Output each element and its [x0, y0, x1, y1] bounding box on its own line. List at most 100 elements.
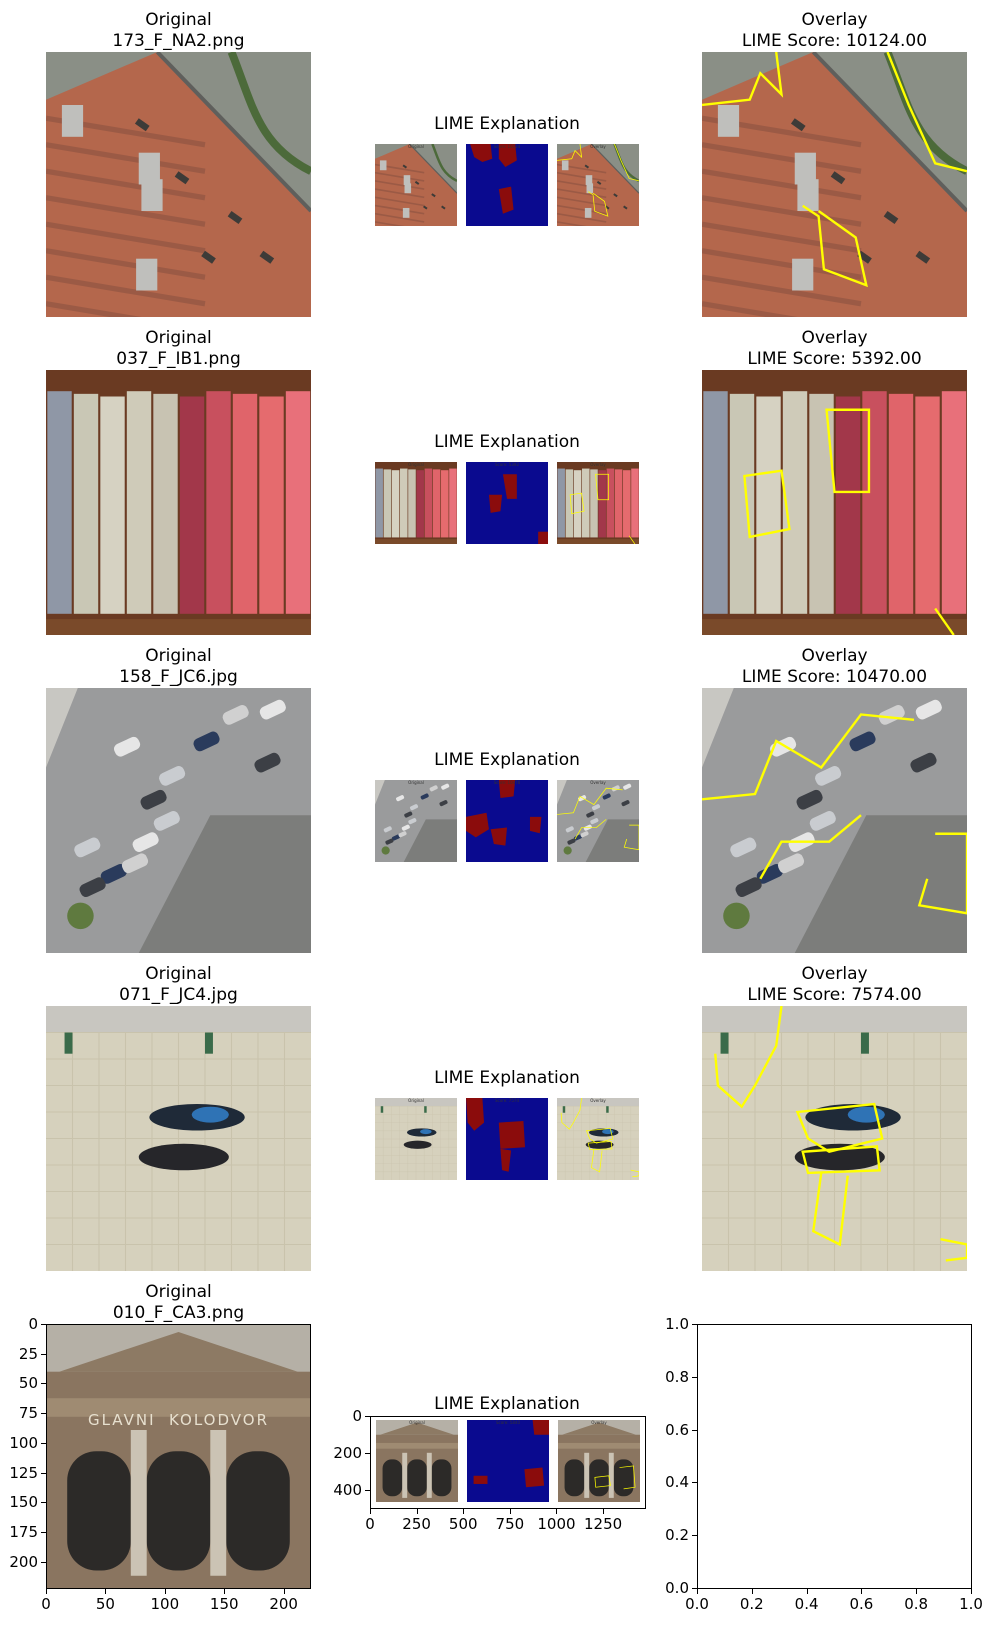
x-tick-label: 200: [269, 1595, 298, 1613]
parking-scene: [702, 688, 967, 953]
y-tick-label-mark: [41, 1353, 46, 1355]
lime-title: LIME Explanation: [434, 1394, 580, 1414]
x-tick-label: 1250: [584, 1515, 623, 1533]
overlay-title: Overlay LIME Score: 10124.00: [741, 10, 928, 51]
x-tick-label: 1.0: [959, 1595, 983, 1613]
lime-thumb-caption: Overlay: [590, 462, 606, 467]
y-tick-label: 0.2: [665, 1526, 689, 1545]
lime-thumb-1: Score: 10470: [466, 780, 548, 862]
original-image: [46, 52, 311, 317]
original-image: GLAVNI KOLODVOR: [46, 1324, 311, 1589]
y-tick-label: 1.0: [665, 1315, 689, 1333]
lime-thumb-1: Score: 5392: [466, 462, 548, 544]
bikes-scene: [375, 1098, 457, 1180]
lime-thumb-caption: Score: 5392: [494, 462, 519, 467]
y-tick-label-mark: [41, 1502, 46, 1504]
axes-frame: [46, 1324, 311, 1589]
lime-thumb-caption: Score: 7574: [494, 1098, 519, 1103]
y-tick-label-mark: [692, 1324, 697, 1325]
lime-title: LIME Explanation: [434, 432, 580, 452]
x-tick-label: 50: [95, 1595, 115, 1613]
y-tick-label-mark: [365, 1416, 370, 1417]
x-tick-label: 750: [495, 1515, 525, 1533]
y-tick-label-mark: [41, 1531, 46, 1533]
x-tick-label: 0.4: [794, 1595, 819, 1613]
x-tick-label-mark: [463, 1509, 465, 1514]
x-tick-label-mark: [861, 1589, 863, 1594]
lime-thumb-2: Overlay: [557, 462, 639, 544]
books-scene: [557, 462, 639, 544]
x-tick-label-mark: [370, 1509, 371, 1514]
overlay-image: [702, 688, 967, 953]
lime-mask: [467, 1420, 549, 1502]
x-tick-label: 0.8: [904, 1595, 929, 1613]
y-tick-label-mark: [41, 1413, 46, 1415]
axes-frame: [370, 1416, 646, 1509]
lime-thumb-2: Overlay: [557, 780, 639, 862]
parking-scene: [46, 688, 311, 953]
lime-title: LIME Explanation: [434, 114, 580, 134]
lime-mask: [466, 462, 548, 544]
lime-thumb-caption: Score: 10470: [493, 780, 521, 785]
bikes-scene: [557, 1098, 639, 1180]
x-tick-label-mark: [416, 1509, 418, 1514]
x-tick-label-mark: [46, 1589, 47, 1594]
x-tick-label: 250: [402, 1515, 431, 1533]
y-tick-label-mark: [692, 1588, 697, 1589]
y-tick-label: 25: [18, 1344, 38, 1363]
lime-thumb-caption: Original: [408, 144, 424, 149]
lime-title: LIME Explanation: [434, 750, 580, 770]
roof-scene: [557, 144, 639, 226]
x-tick-label-mark: [556, 1509, 558, 1514]
x-tick-label-mark: [971, 1589, 972, 1594]
y-tick-label: 100: [9, 1433, 38, 1452]
station-scene: [376, 1420, 458, 1502]
books-scene: [375, 462, 457, 544]
lime-thumb-0: Original: [376, 1420, 458, 1502]
lime-thumb-0: Original: [375, 1098, 457, 1180]
x-tick-label-mark: [164, 1589, 166, 1594]
empty-axes: [697, 1324, 972, 1589]
lime-thumb-2: Overlay: [557, 1098, 639, 1180]
x-tick-label: 1000: [537, 1515, 576, 1533]
station-scene: [46, 1324, 311, 1589]
x-tick-label-mark: [224, 1589, 226, 1594]
original-image: [46, 688, 311, 953]
original-title: Original 037_F_IB1.png: [116, 328, 241, 369]
overlay-title: Overlay LIME Score: 7574.00: [747, 964, 922, 1005]
lime-thumb-0: Original: [375, 462, 457, 544]
y-tick-label: 50: [18, 1374, 38, 1393]
station-scene: [558, 1420, 640, 1502]
roof-scene: [375, 144, 457, 226]
x-tick-label: 0: [365, 1515, 375, 1533]
lime-thumb-2: Overlay: [558, 1420, 640, 1502]
overlay-image: [702, 370, 967, 635]
original-title: Original 158_F_JC6.jpg: [119, 646, 238, 687]
y-tick-label: 400: [333, 1481, 362, 1500]
x-tick-label-mark: [603, 1509, 605, 1514]
x-tick-label: 0.2: [739, 1595, 764, 1613]
x-tick-label: 0.6: [849, 1595, 874, 1613]
y-tick-label-mark: [41, 1383, 46, 1385]
y-tick-label: 150: [9, 1493, 38, 1512]
books-scene: [46, 370, 311, 635]
lime-thumb-caption: Overlay: [590, 1098, 606, 1103]
y-tick-label: 0.0: [665, 1579, 689, 1597]
lime-mask: [466, 1098, 548, 1180]
y-tick-label: 125: [9, 1463, 38, 1482]
bikes-scene: [702, 1006, 967, 1271]
original-title: Original 071_F_JC4.jpg: [119, 964, 238, 1005]
books-scene: [702, 370, 967, 635]
overlay-title: Overlay LIME Score: 10470.00: [741, 646, 928, 687]
lime-thumb-caption: Overlay: [591, 1420, 607, 1425]
original-image: [46, 370, 311, 635]
y-tick-label: 175: [9, 1522, 38, 1541]
y-tick-label-mark: [692, 1429, 697, 1431]
lime-thumb-caption: Overlay: [590, 144, 606, 149]
y-tick-label: 75: [18, 1404, 38, 1423]
y-tick-label-mark: [41, 1561, 46, 1563]
x-tick-label-mark: [509, 1509, 511, 1514]
roof-scene: [46, 52, 311, 317]
lime-thumb-1: Score: 5840: [467, 1420, 549, 1502]
y-tick-label-mark: [41, 1442, 46, 1444]
